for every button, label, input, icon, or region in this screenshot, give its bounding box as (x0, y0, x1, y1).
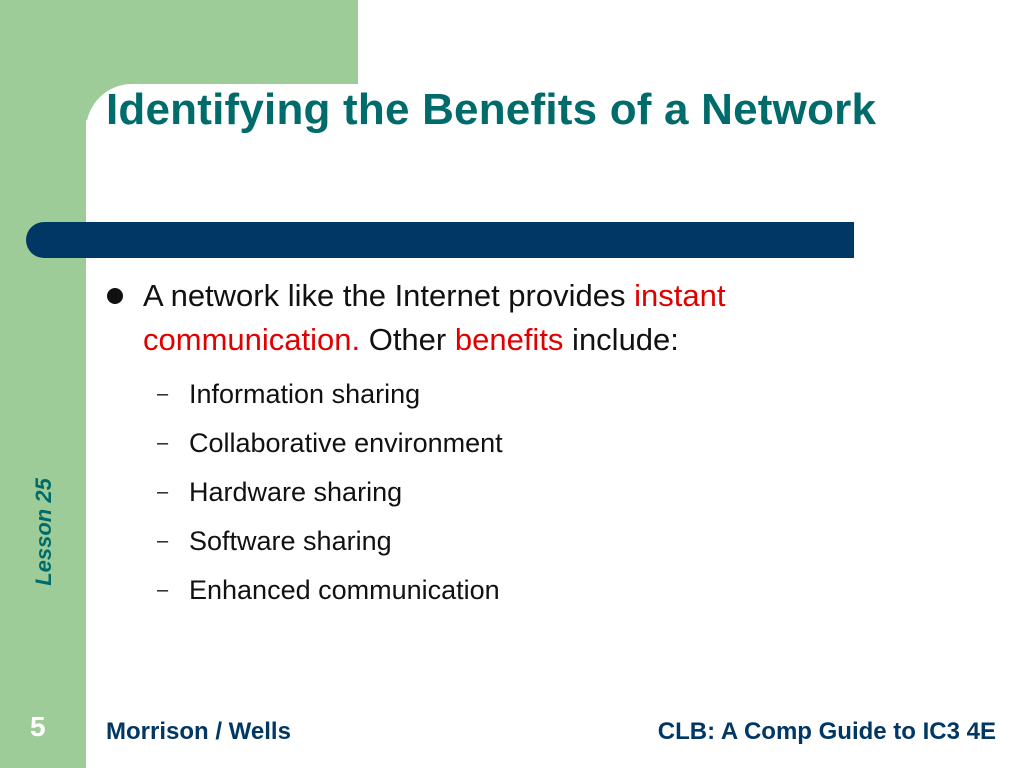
dash-bullet-icon: – (157, 579, 169, 601)
dash-bullet-icon: – (157, 481, 169, 503)
title-rule-bar (26, 222, 854, 258)
list-item: –Enhanced communication (105, 566, 925, 615)
bullet-dot-icon (107, 288, 123, 304)
main-bullet-text: A network like the Internet provides (143, 278, 635, 313)
main-bullet-text-2: Other (360, 322, 455, 357)
sidebar-green-bar (0, 0, 86, 768)
lesson-label-text: Lesson 25 (31, 478, 56, 586)
slide-page-number: 5 (30, 711, 46, 742)
slide-content-panel (86, 84, 1024, 768)
list-item: –Information sharing (105, 370, 925, 419)
list-item: –Software sharing (105, 517, 925, 566)
highlight-instant-communication: instant communication. (143, 278, 726, 357)
dash-bullet-icon: – (157, 432, 169, 454)
benefits-list: –Information sharing –Collaborative envi… (105, 370, 925, 615)
slide-title: Identifying the Benefits of a Network (106, 85, 877, 134)
list-item-label: Collaborative environment (189, 428, 503, 458)
dash-bullet-icon: – (157, 530, 169, 552)
list-item: –Hardware sharing (105, 468, 925, 517)
list-item-label: Software sharing (189, 526, 392, 556)
footer-book-title: CLB: A Comp Guide to IC3 4E (657, 718, 996, 745)
slide-body: A network like the Internet provides ins… (105, 274, 925, 615)
dash-bullet-icon: – (157, 383, 169, 405)
list-item-label: Information sharing (189, 379, 421, 409)
list-item-label: Hardware sharing (189, 477, 403, 507)
list-item-label: Enhanced communication (189, 575, 500, 605)
main-bullet-text-3: include: (563, 322, 679, 357)
highlight-benefits: benefits (454, 322, 564, 357)
main-bullet-item: A network like the Internet provides ins… (105, 274, 925, 362)
footer-authors: Morrison / Wells (106, 718, 291, 745)
list-item: –Collaborative environment (105, 419, 925, 468)
